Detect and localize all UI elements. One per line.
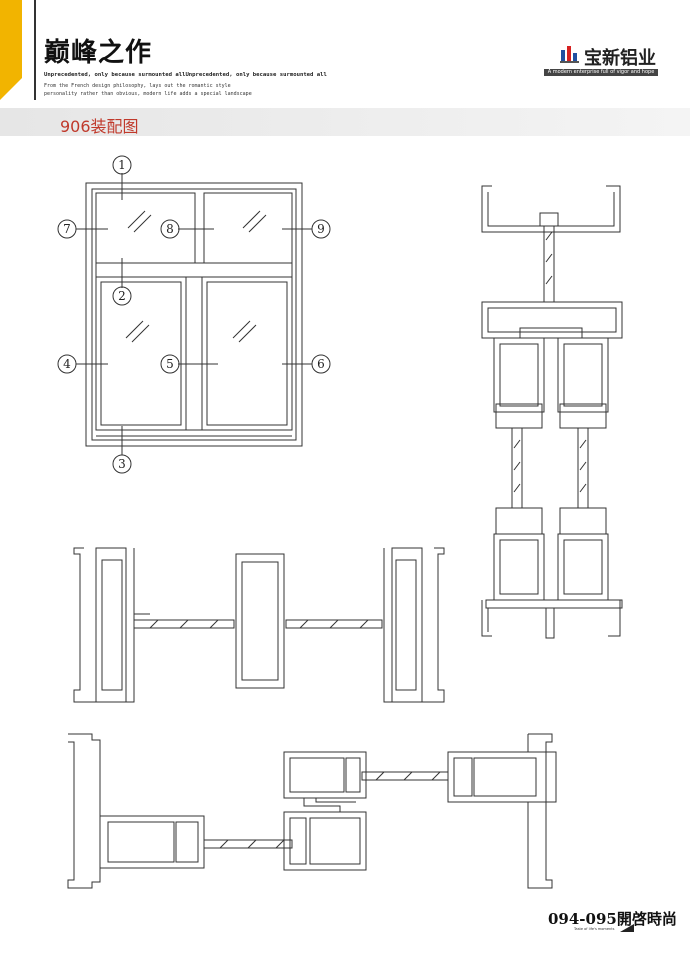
- callout-2: 2: [118, 289, 126, 303]
- footer-wedge-icon: [620, 924, 634, 932]
- brand-name: 宝新铝业: [584, 48, 656, 69]
- header-divider-line: [34, 0, 36, 100]
- window-elevation: [57, 155, 331, 474]
- header-subtext-line-2: personality rather than obvious, modern …: [44, 91, 252, 97]
- callout-5: 5: [166, 357, 174, 371]
- horizontal-section-2: [67, 733, 557, 889]
- callout-1: 1: [118, 158, 126, 172]
- callout-3: 3: [118, 457, 126, 471]
- section-title: 906装配图: [60, 117, 139, 136]
- header-tagline: Unprecedented, only because surmounted a…: [44, 72, 327, 78]
- corner-accent-tab: [0, 0, 22, 100]
- callout-8: 8: [166, 222, 174, 236]
- page-title: 巅峰之作: [44, 38, 153, 68]
- section-header-bar: [0, 108, 690, 136]
- callout-6: 6: [317, 357, 325, 371]
- footer-page-label: 094-095開啓時尚: [548, 910, 677, 928]
- callout-7: 7: [63, 222, 71, 236]
- callout-4: 4: [63, 357, 71, 371]
- header-subtext-line-1: From the French design philosophy, lays …: [44, 83, 231, 89]
- vertical-section: [481, 185, 623, 639]
- callout-9: 9: [317, 222, 325, 236]
- footer-sub-label: Taste of life's moments: [574, 927, 615, 931]
- horizontal-section-1: [73, 547, 445, 703]
- brand-slogan: A modern enterprise full of vigor and ho…: [544, 69, 658, 76]
- brand-logo-icon: [560, 46, 579, 63]
